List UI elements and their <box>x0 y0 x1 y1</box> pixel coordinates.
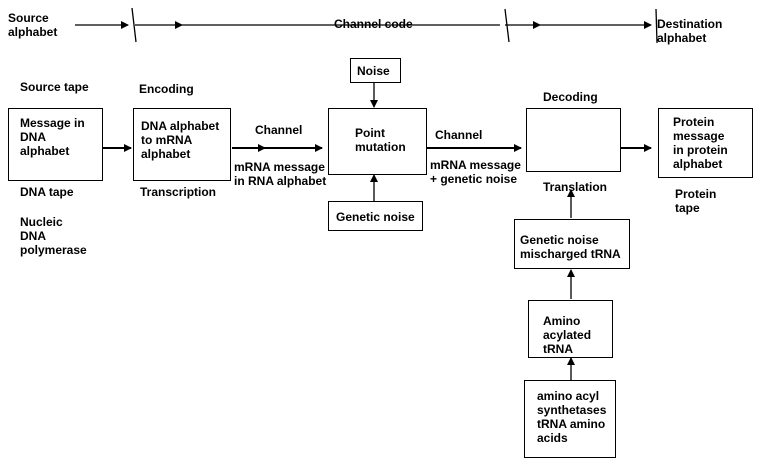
translation-label: Translation <box>543 180 608 194</box>
destination-box <box>658 108 753 178</box>
mischarged-trna-box <box>514 219 630 269</box>
amino-acyl-synthetases-text: amino acyl synthetases tRNA amino acids <box>537 389 607 445</box>
amino-acylated-trna-text: Amino acylated tRNA <box>543 314 592 356</box>
channel-left-mrna-label: mRNA message in RNA alphabet <box>234 160 327 188</box>
point-mutation-box <box>328 108 427 175</box>
vertical-arrows <box>370 82 575 380</box>
channel-right-mrna-label: mRNA message + genetic noise <box>430 158 521 186</box>
point-mutation-text: Point mutation <box>355 126 406 154</box>
source-alphabet-label: Source alphabet <box>8 11 58 39</box>
channel-code-label: Channel code <box>334 17 413 31</box>
nucleic-dna-polymerase-label: Nucleic DNA polymerase <box>20 215 87 257</box>
noise-box-text: Noise <box>357 64 390 78</box>
source-message-box <box>8 108 103 181</box>
source-tape-label: Source tape <box>20 80 89 94</box>
channel-left-label: Channel <box>255 123 303 137</box>
genetic-noise-box <box>328 201 423 231</box>
amino-acylated-trna-box <box>528 300 613 358</box>
destination-box-text: Protein message in protein alphabet <box>673 115 728 171</box>
encoding-box-text: DNA alphabet to mRNA alphabet <box>141 119 220 161</box>
encoding-label: Encoding <box>139 82 194 96</box>
mischarged-trna-text: Genetic noise mischarged tRNA <box>520 233 621 261</box>
encoding-box <box>133 108 231 181</box>
genetic-noise-text: Genetic noise <box>336 210 415 224</box>
dna-tape-label: DNA tape <box>20 185 74 199</box>
amino-acyl-synthetases-box <box>524 380 616 458</box>
decoding-label: Decoding <box>543 90 598 104</box>
source-message-text: Message in DNA alphabet <box>20 116 85 158</box>
protein-tape-label: Protein tape <box>675 187 717 215</box>
channel-code-line <box>75 7 658 44</box>
noise-box <box>350 58 401 83</box>
channel-right-label: Channel <box>435 128 483 142</box>
transcription-label: Transcription <box>140 185 217 199</box>
decoding-box <box>526 108 621 172</box>
destination-alphabet-label: Destination alphabet <box>657 17 723 45</box>
